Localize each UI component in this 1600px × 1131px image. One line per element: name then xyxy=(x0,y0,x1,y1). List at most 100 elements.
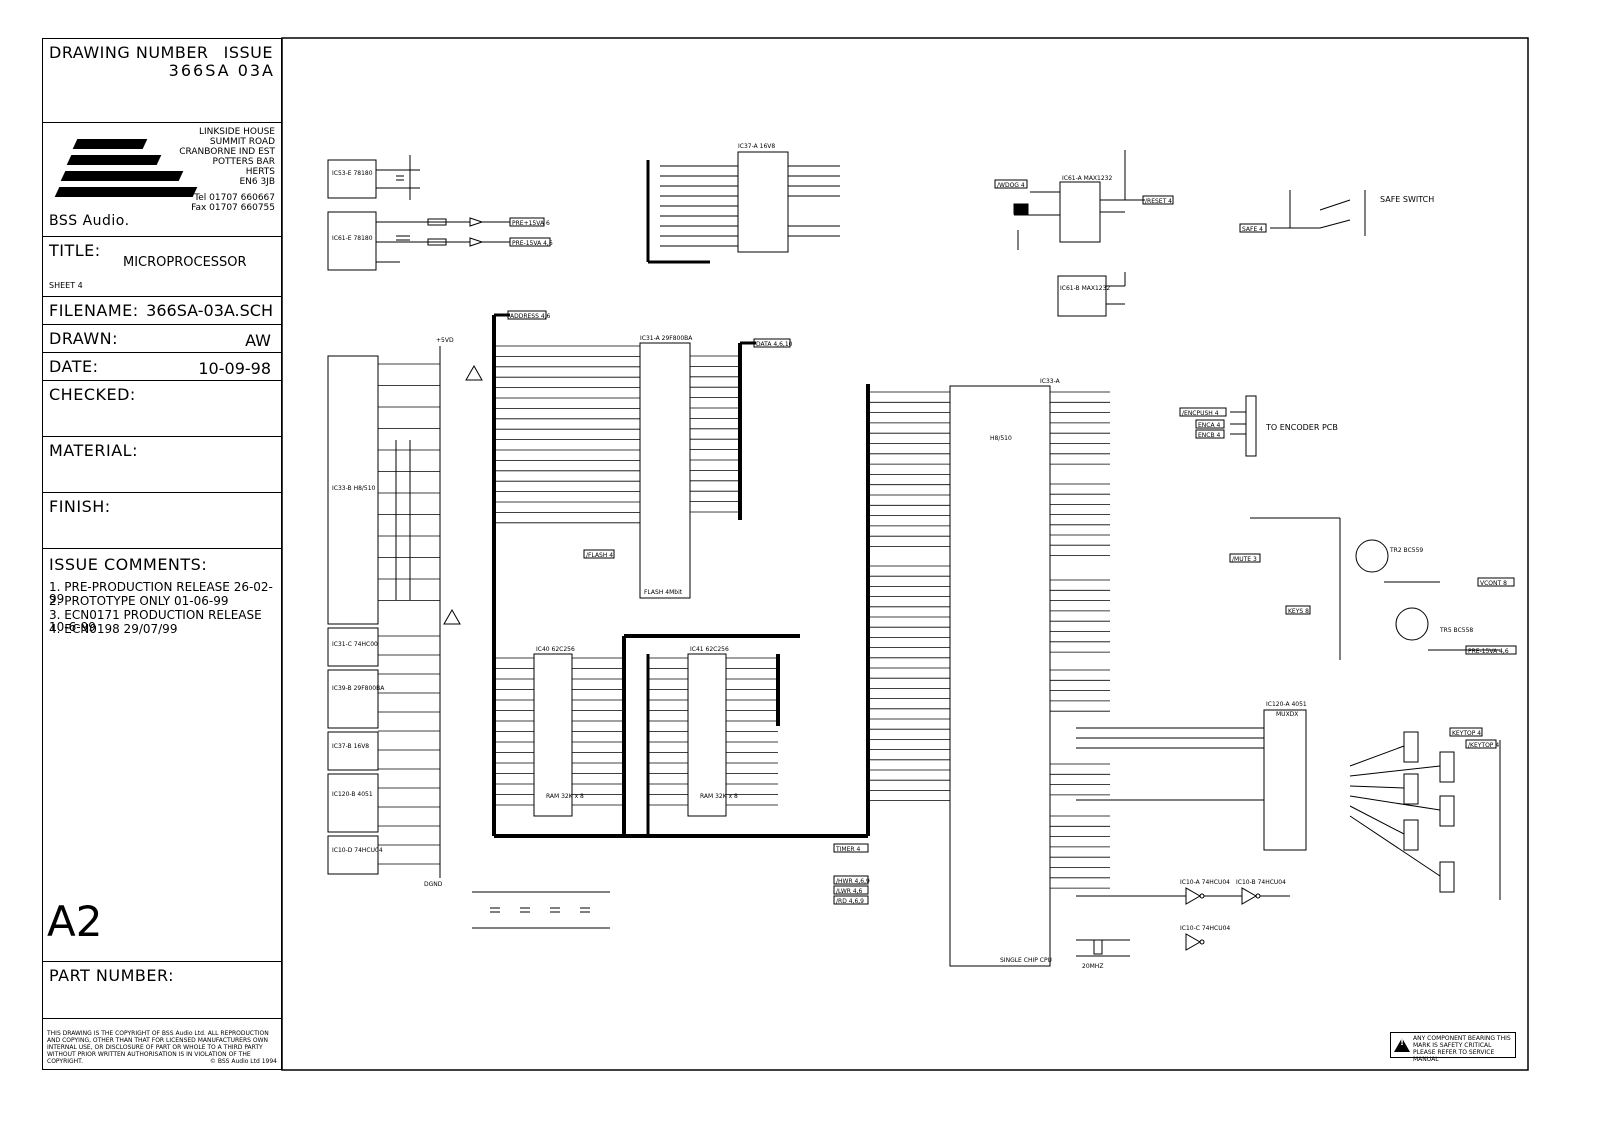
warning-triangle-icon xyxy=(1394,1038,1410,1052)
net-pre-m15va-2: PRE-15VA 4,6 xyxy=(1468,648,1509,655)
ic10c-label: IC10-C 74HCU04 xyxy=(1180,925,1230,932)
drawing-border xyxy=(281,37,1529,1071)
address-line: POTTERS BAR xyxy=(212,157,275,167)
copyright-notice: THIS DRAWING IS THE COPYRIGHT OF BSS Aud… xyxy=(47,1030,277,1065)
tel: Tel 01707 660667 xyxy=(194,193,275,203)
issue-comment: 2. PROTOTYPE ONLY 01-06-99 xyxy=(49,594,229,608)
safe-switch-label: SAFE SWITCH xyxy=(1380,195,1434,204)
crystal xyxy=(1076,939,1130,957)
safety-note: ANY COMPONENT BEARING THIS MARK IS SAFET… xyxy=(1390,1032,1516,1063)
encoder-connector xyxy=(1179,395,1257,457)
drawn: AW xyxy=(245,331,271,350)
svg-text:PRE-15VA 4,6: PRE-15VA 4,6 xyxy=(512,240,553,247)
chip-ic120a-mux xyxy=(1076,709,1307,851)
ic33b-label: IC33-B H8/510 xyxy=(332,485,376,492)
material-label: MATERIAL: xyxy=(49,441,138,460)
chip-ic61b xyxy=(1057,272,1126,317)
svg-text:/HWR 4,6,9: /HWR 4,6,9 xyxy=(836,878,870,885)
svg-text:/RD 4,6,9: /RD 4,6,9 xyxy=(836,898,864,905)
chip-ic37a xyxy=(646,151,840,264)
net-keytop-n: /KEYTOP 4 xyxy=(1468,742,1499,749)
issue-comment: 4. ECN0198 29/07/99 xyxy=(49,622,178,636)
ic53e-label: IC53-E 78180 xyxy=(332,170,373,177)
ic10d-label: IC10-D 74HCU04 xyxy=(332,847,383,854)
part-number-label: PART NUMBER: xyxy=(49,966,174,985)
finish-row: FINISH: xyxy=(43,493,281,549)
ic10b-label: IC10-B 74HCU04 xyxy=(1236,879,1286,886)
svg-text:/FLASH 4: /FLASH 4 xyxy=(586,552,613,559)
title-block: DRAWING NUMBER ISSUE 366SA 03A BSS Audio… xyxy=(42,38,282,1070)
date: 10-09-98 xyxy=(198,359,271,378)
svg-text:/MUTE 3: /MUTE 3 xyxy=(1232,556,1257,563)
issue-comments-label: ISSUE COMMENTS: xyxy=(49,555,208,574)
net-pre-15va: PRE+15VA 6 PRE-15VA 4,6 xyxy=(509,217,553,247)
drawing-number-row: DRAWING NUMBER ISSUE 366SA 03A xyxy=(43,39,281,123)
net-keytop: KEYTOP 4 xyxy=(1452,730,1481,737)
material-row: MATERIAL: xyxy=(43,437,281,493)
tr5-label: TR5 BC558 xyxy=(1439,627,1473,634)
ram-pin-lines xyxy=(494,657,778,806)
issue-comment: 1. PRE-PRODUCTION RELEASE 26-02-99 xyxy=(49,580,273,606)
svg-text:KEYS 8: KEYS 8 xyxy=(1288,608,1309,615)
ic61b-label: IC61-B MAX1232 xyxy=(1060,285,1110,292)
ic33a-label: IC33-A xyxy=(1040,378,1061,385)
ic61e-label: IC61-E 78180 xyxy=(332,235,373,242)
address-line: EN6 3JB xyxy=(239,177,275,187)
net-reset: /RESET 4 xyxy=(1145,198,1172,205)
safety-triangle-icon xyxy=(443,364,483,625)
svg-text:DATA 4,6,10: DATA 4,6,10 xyxy=(756,341,793,348)
filename-label: FILENAME: xyxy=(49,301,139,320)
ram2-label: RAM 32K x 8 xyxy=(700,793,738,800)
address-line: SUMMIT ROAD xyxy=(209,137,275,147)
net-wdog: /WDOG 4 xyxy=(997,182,1025,189)
muxdx-label: MUXDX xyxy=(1276,711,1298,718)
copyright-year: © BSS Audio Ltd 1994 xyxy=(209,1058,277,1065)
ic10a-label: IC10-A 74HCU04 xyxy=(1180,879,1230,886)
net-address-bus: ADDRESS 4,6 xyxy=(507,310,551,320)
address-line: LINKSIDE HOUSE xyxy=(199,127,275,137)
ic120b-label: IC120-B 4051 xyxy=(332,791,373,798)
regulator-ic53e xyxy=(327,155,510,271)
safety-note-text: ANY COMPONENT BEARING THIS MARK IS SAFET… xyxy=(1413,1035,1511,1063)
decoupling-caps xyxy=(472,891,610,929)
sheet-size: A2 xyxy=(47,897,103,946)
checked-label: CHECKED: xyxy=(49,385,136,404)
company-row: BSS Audio. LINKSIDE HOUSE SUMMIT ROAD CR… xyxy=(43,123,281,237)
xtal-label: 20MHZ xyxy=(1082,963,1103,970)
ic31a-label: IC31-A 29F800BA xyxy=(640,335,693,342)
filename-row: FILENAME: 366SA-03A.SCH xyxy=(43,297,281,325)
svg-text:/LWR 4,6: /LWR 4,6 xyxy=(836,888,863,895)
transistor-tr2 xyxy=(1250,517,1517,660)
date-row: DATE: 10-09-98 xyxy=(43,353,281,381)
chip-ic33a-cpu xyxy=(949,385,1051,967)
net-vcont: VCONT 8 xyxy=(1480,580,1507,587)
cpu-pin-lines xyxy=(868,391,1110,889)
cpu-label: SINGLE CHIP CPU xyxy=(1000,957,1052,964)
flash-pin-lines xyxy=(494,345,740,524)
power-strip xyxy=(327,346,441,878)
filename: 366SA-03A.SCH xyxy=(146,301,273,320)
drawn-label: DRAWN: xyxy=(49,329,119,348)
fax: Fax 01707 660755 xyxy=(191,203,275,213)
net-enca: ENCA 4 xyxy=(1198,422,1220,429)
title-row: TITLE: MICROPROCESSOR SHEET 4 xyxy=(43,237,281,297)
drawing-number-label: DRAWING NUMBER xyxy=(49,43,209,62)
ic37a-label: IC37-A 16V8 xyxy=(738,143,775,150)
ic40-label: IC40 62C256 xyxy=(536,646,575,653)
company-name: BSS Audio. xyxy=(49,213,130,229)
date-label: DATE: xyxy=(49,357,99,376)
checked-row: CHECKED: xyxy=(43,381,281,437)
ic61a-label: IC61-A MAX1232 xyxy=(1062,175,1112,182)
title-label: TITLE: xyxy=(49,241,101,260)
tr2-label: TR2 BC559 xyxy=(1389,547,1423,554)
safe-switch xyxy=(1239,190,1366,236)
net-safe: SAFE 4 xyxy=(1242,226,1263,233)
drawing-number: 366SA 03A xyxy=(168,61,275,80)
chip-ic61a xyxy=(994,150,1174,250)
ram1-label: RAM 32K x 8 xyxy=(546,793,584,800)
ic39b-label: IC39-B 29F800BA xyxy=(332,685,385,692)
ic41-label: IC41 62C256 xyxy=(690,646,729,653)
inverters xyxy=(1076,887,1290,951)
drawing-title: MICROPROCESSOR xyxy=(123,255,247,270)
cpu-control-nets: TIMER 4 /HWR 4,6,9 /LWR 4,6 /RD 4,6,9 /F… xyxy=(583,549,1311,905)
